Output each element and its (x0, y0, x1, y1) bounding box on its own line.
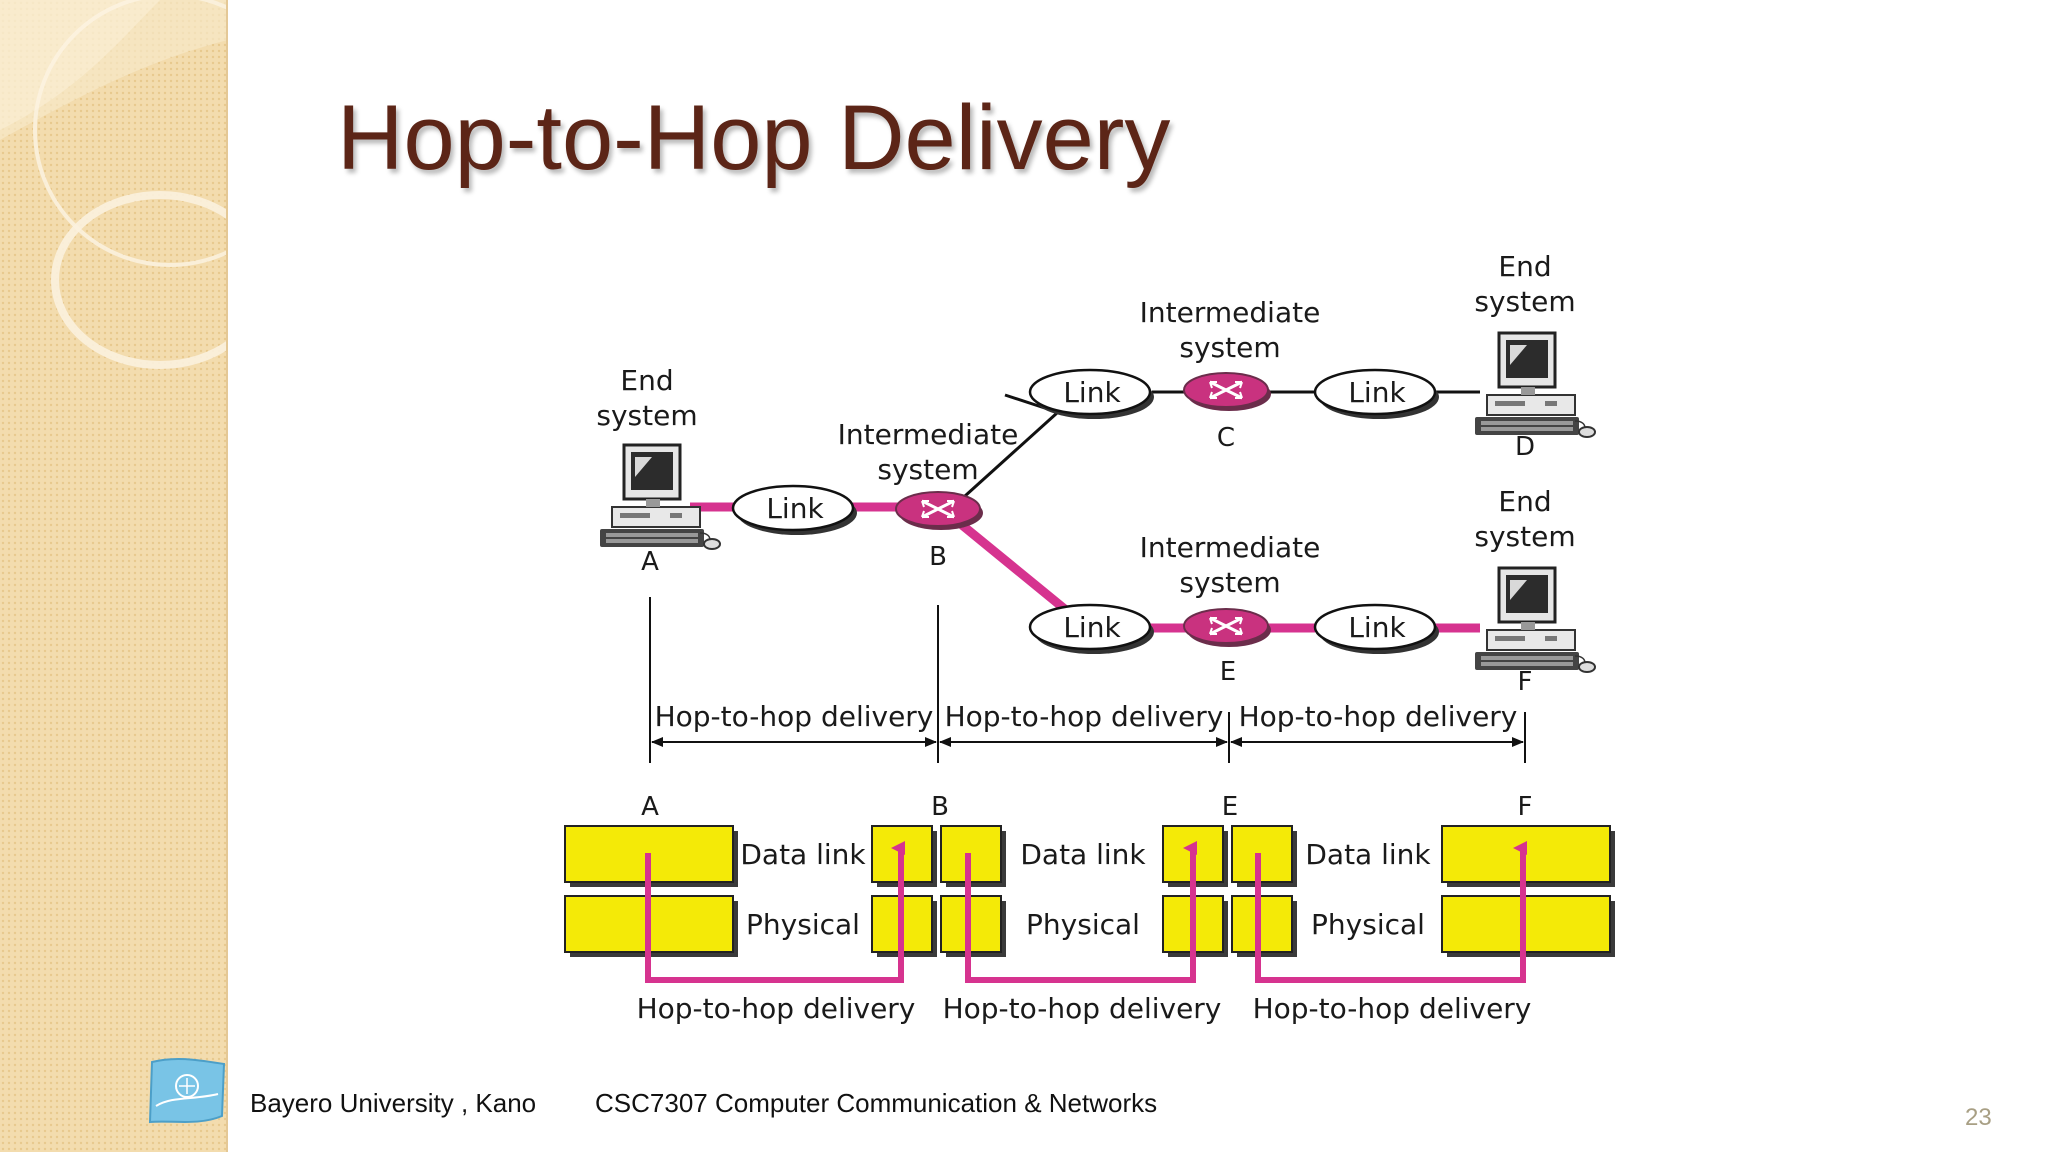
link-a-b: Link (731, 484, 859, 537)
link-label: Link (766, 492, 824, 525)
computer-icon (1473, 331, 1597, 439)
node-b-role: Intermediate (838, 418, 1019, 451)
layer-label-physical: Physical (746, 908, 860, 941)
node-letters: A B C D E F (641, 423, 1535, 697)
stack-label-b: B (931, 792, 949, 822)
node-c-role: Intermediate (1140, 296, 1321, 329)
hop-label: Hop-to-hop delivery (637, 992, 916, 1025)
node-label-f: F (1518, 667, 1533, 697)
node-role-labels: End system Intermediate system Intermedi… (596, 250, 1575, 599)
node-label-b: B (929, 542, 947, 572)
link-label: Link (1348, 611, 1406, 644)
hop-label: Hop-to-hop delivery (945, 700, 1224, 733)
footer-course: CSC7307 Computer Communication & Network… (595, 1088, 1158, 1118)
page-title: Hop-to-Hop Delivery (337, 87, 1171, 189)
stack-letters: A B E F (641, 792, 1532, 822)
page-number: 23 (1965, 1104, 1992, 1131)
node-f-role: system (1474, 520, 1575, 553)
router-icon (1182, 371, 1273, 413)
router-icon (1182, 607, 1273, 649)
hop-label: Hop-to-hop delivery (1239, 700, 1518, 733)
stack-label-e: E (1222, 792, 1238, 822)
stack-label-a: A (641, 792, 659, 822)
link-c-d: Link (1313, 368, 1441, 421)
line-b-c-path (953, 411, 1059, 507)
layer-boxes (564, 825, 1615, 957)
node-label-e: E (1220, 657, 1236, 687)
layer-labels: Data link Physical Data link Physical Da… (740, 838, 1431, 941)
node-b-role: system (877, 453, 978, 486)
stack-label-f: F (1518, 792, 1533, 822)
node-label-d: D (1515, 432, 1535, 462)
node-f-role: End (1498, 485, 1551, 518)
link-label: Link (1063, 611, 1121, 644)
computer-icon (598, 443, 722, 551)
university-logo (148, 1057, 226, 1124)
layer-box-e-physical-out (1231, 895, 1293, 953)
link-label: Link (1348, 376, 1406, 409)
router-icon (894, 490, 985, 532)
layer-box-e-datalink-out (1231, 825, 1293, 883)
layer-hop-paths (645, 841, 1527, 983)
hop-label: Hop-to-hop delivery (655, 700, 934, 733)
node-e-role: Intermediate (1140, 531, 1321, 564)
link-label: Link (1063, 376, 1121, 409)
node-d-role: End (1498, 250, 1551, 283)
layer-label-datalink: Data link (1020, 838, 1146, 871)
sidebar-decoration (0, 0, 228, 1152)
layer-label-datalink: Data link (740, 838, 866, 871)
layer-label-physical: Physical (1311, 908, 1425, 941)
link-e-f: Link (1313, 603, 1441, 656)
link-b-c: Link (1028, 368, 1156, 421)
node-d-role: system (1474, 285, 1575, 318)
hop-label: Hop-to-hop delivery (943, 992, 1222, 1025)
layer-label-datalink: Data link (1305, 838, 1431, 871)
node-c-role: system (1179, 331, 1280, 364)
computer-icon (1473, 566, 1597, 674)
node-e-role: system (1179, 566, 1280, 599)
hop-dividers (649, 597, 1526, 763)
hop-labels-bottom: Hop-to-hop delivery Hop-to-hop delivery … (637, 992, 1532, 1025)
node-label-a: A (641, 547, 659, 577)
hop-labels-top: Hop-to-hop delivery Hop-to-hop delivery … (655, 700, 1518, 733)
layer-label-physical: Physical (1026, 908, 1140, 941)
link-b-e: Link (1028, 603, 1156, 656)
hop-label: Hop-to-hop delivery (1253, 992, 1532, 1025)
footer-university: Bayero University , Kano (250, 1088, 537, 1118)
node-a-role: system (596, 399, 697, 432)
node-label-c: C (1217, 423, 1235, 453)
node-a-role: End (620, 364, 673, 397)
